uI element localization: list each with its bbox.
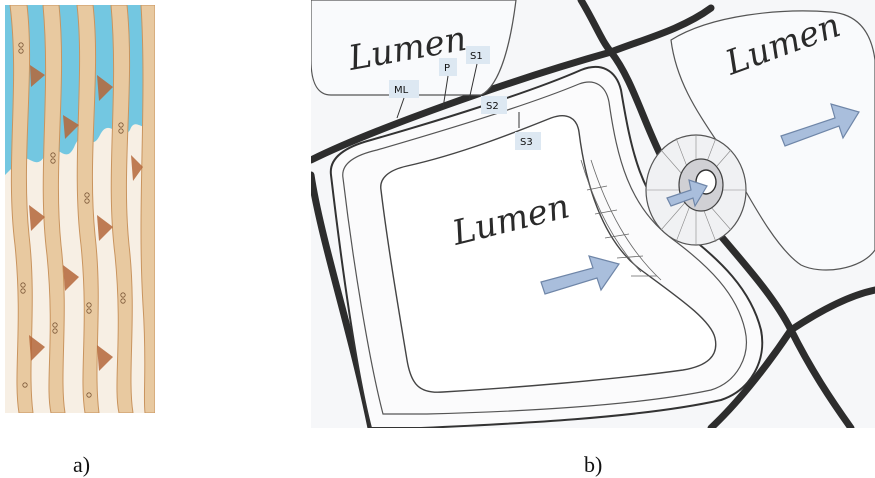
label-p: P — [444, 63, 450, 74]
label-s1: S1 — [470, 51, 483, 62]
caption-panel-a: a) — [73, 452, 90, 478]
label-ml: ML — [394, 85, 409, 96]
wood-tissue-illustration — [5, 5, 155, 413]
label-s3: S3 — [520, 137, 533, 148]
label-s2: S2 — [486, 101, 499, 112]
caption-panel-b: b) — [584, 452, 602, 478]
cell-wall-illustration: Lumen Lumen Lumen ML P S1 S2 S3 — [311, 0, 875, 428]
